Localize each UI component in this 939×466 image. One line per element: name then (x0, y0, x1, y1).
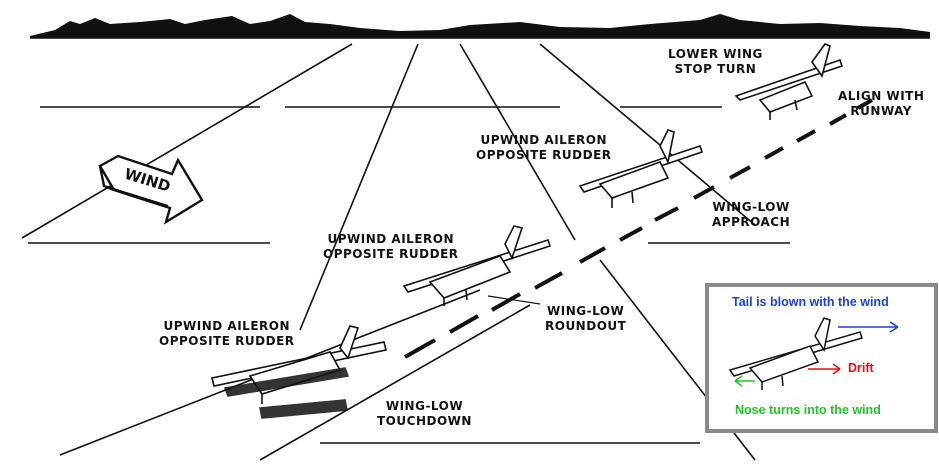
airplane-roundout-icon (402, 225, 552, 306)
label-line: TOUCHDOWN (377, 414, 472, 428)
label-line: OPPOSITE RUDDER (476, 148, 612, 162)
label-align-with-runway: ALIGN WITH RUNWAY (838, 89, 924, 119)
inset-tail-text: Tail is blown with the wind (732, 295, 889, 309)
label-line: STOP TURN (674, 62, 757, 76)
label-line: WING-LOW (547, 304, 625, 318)
label-line: ALIGN WITH (838, 89, 925, 103)
label-line: LOWER WING (668, 47, 763, 61)
label-line: ROUNDOUT (545, 319, 627, 333)
runway-centerline (404, 98, 873, 359)
field-lines (21, 43, 790, 461)
label-lower-wing-stop-turn: LOWER WING STOP TURN (668, 47, 763, 77)
label-wing-low-touchdown: WING-LOW TOUCHDOWN (377, 399, 472, 429)
label-line: RUNWAY (850, 104, 912, 118)
inset-drift-text: Drift (848, 361, 874, 375)
label-line: OPPOSITE RUDDER (323, 247, 459, 261)
label-upwind-aileron-2: UPWIND AILERON OPPOSITE RUDDER (323, 232, 459, 262)
airplane-stop-turn-icon (734, 43, 844, 120)
label-line: OPPOSITE RUDDER (159, 334, 295, 348)
leader-lines (487, 295, 541, 305)
label-line: APPROACH (712, 215, 791, 229)
wind-arrow-icon (98, 154, 204, 225)
airplane-approach-icon (578, 129, 704, 208)
label-upwind-aileron-1: UPWIND AILERON OPPOSITE RUDDER (476, 133, 612, 163)
inset-airplane-icon (728, 317, 863, 390)
label-line: UPWIND AILERON (480, 133, 608, 147)
airplane-touchdown-icon (211, 325, 387, 419)
label-line: UPWIND AILERON (327, 232, 455, 246)
label-line: WING-LOW (385, 399, 464, 413)
inset-nose-text: Nose turns into the wind (735, 403, 881, 417)
label-line: UPWIND AILERON (163, 319, 291, 333)
explanation-inset (705, 283, 938, 433)
horizon-mountains (30, 14, 930, 38)
label-wing-low-approach: WING-LOW APPROACH (712, 200, 790, 230)
label-wing-low-roundout: WING-LOW ROUNDOUT (545, 304, 626, 334)
label-line: WING-LOW (712, 200, 790, 214)
label-upwind-aileron-3: UPWIND AILERON OPPOSITE RUDDER (159, 319, 295, 349)
